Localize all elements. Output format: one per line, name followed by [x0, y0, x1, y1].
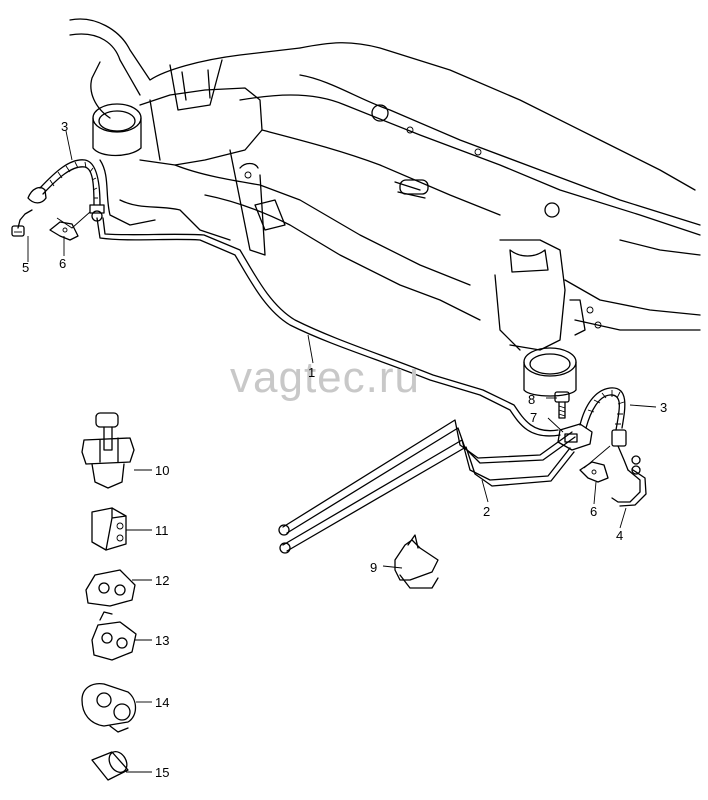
- callout-14: 14: [155, 695, 169, 710]
- callout-9: 9: [370, 560, 377, 575]
- clip-13: [91, 611, 137, 661]
- callout-1: 1: [308, 365, 315, 380]
- right-brake-hose: [579, 387, 647, 507]
- callout-4: 4: [616, 528, 623, 543]
- callout-labels: 3 5 6 1 8 7 3 2 6 4 9 10 11 12 13 14 15: [22, 119, 667, 780]
- clip-12: [85, 569, 136, 607]
- callout-11: 11: [155, 523, 169, 538]
- callout-15: 15: [155, 765, 169, 780]
- callout-13: 13: [155, 633, 169, 648]
- watermark: vagtec.ru: [230, 353, 420, 402]
- clip-14: [81, 682, 137, 733]
- callout-3-left: 3: [61, 119, 68, 134]
- callout-6-right: 6: [590, 504, 597, 519]
- right-hose-bracket-6: [579, 461, 609, 483]
- sleeve-15: [91, 751, 129, 781]
- clip-11: [91, 507, 127, 551]
- clip-9: [394, 534, 439, 589]
- rear-subframe: [69, 18, 701, 397]
- bolt-8: [554, 391, 570, 419]
- callout-2: 2: [483, 504, 490, 519]
- left-brake-hose: [11, 159, 105, 237]
- clip-10: [81, 412, 135, 489]
- callout-8: 8: [528, 392, 535, 407]
- callout-12: 12: [155, 573, 169, 588]
- callout-5: 5: [22, 260, 29, 275]
- callout-7: 7: [530, 410, 537, 425]
- callout-6-left: 6: [59, 256, 66, 271]
- brake-line-2: [278, 419, 576, 554]
- right-hose-bracket-7: [557, 423, 593, 451]
- callout-3-right: 3: [660, 400, 667, 415]
- brake-line-1: [96, 217, 561, 437]
- callout-10: 10: [155, 463, 169, 478]
- leader-lines: [27, 130, 657, 773]
- left-hose-bracket-6: [49, 221, 79, 241]
